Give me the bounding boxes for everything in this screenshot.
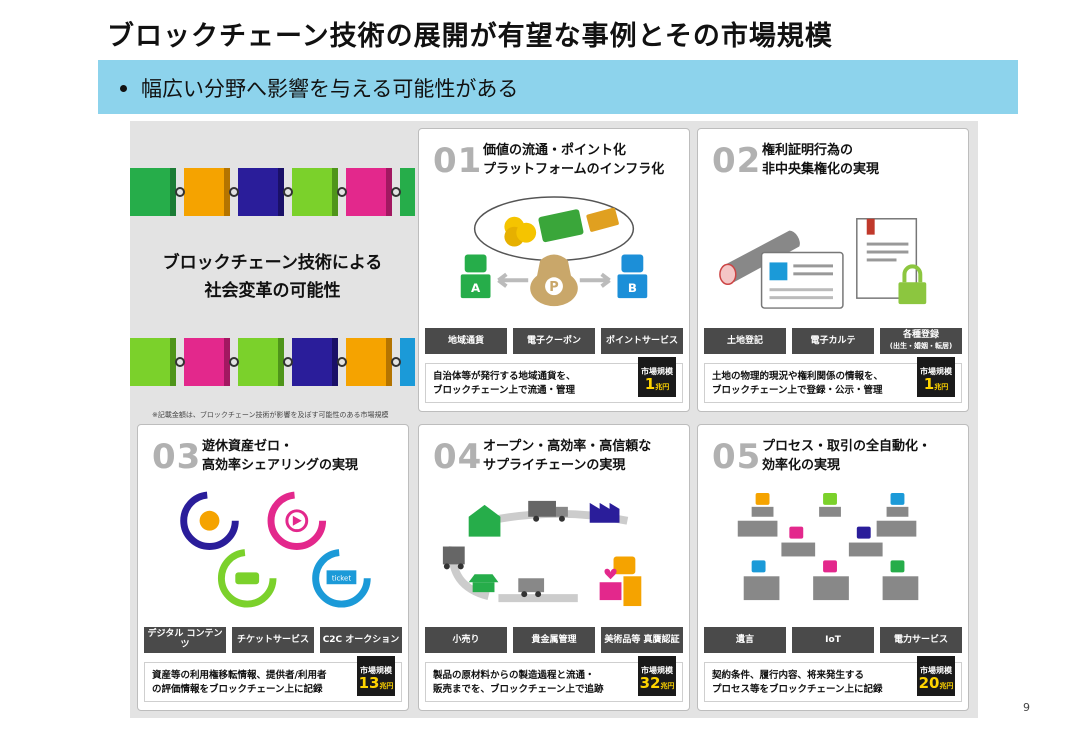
page-number: 9: [1023, 701, 1030, 714]
tag-row: 小売り 貴金属管理 美術品等 真贋認証: [425, 627, 683, 653]
bullet-text: 幅広い分野へ影響を与える可能性がある: [141, 77, 519, 101]
tag-item: 遺言: [704, 627, 786, 653]
infographic-panel: ブロックチェーン技術による 社会変革の可能性 ※記載金額は、ブロックチェーン技術…: [130, 121, 978, 718]
tag-item: チケットサービス: [232, 627, 314, 653]
slide-title: ブロックチェーン技術の展開が有望な事例とその市場規模: [107, 21, 833, 52]
bullet-dot: [120, 84, 127, 92]
card-01: 01 価値の流通・ポイント化プラットフォームのインフラ化 P A B 地域通貨 …: [418, 128, 690, 412]
automation-robots-illustration: [737, 492, 919, 601]
card-number: 04: [433, 437, 483, 477]
tag-item: 電子クーポン: [513, 328, 595, 354]
card-03: 03 遊休資産ゼロ・高効率シェアリングの実現 ticket デジタル コンテンツ…: [137, 424, 409, 711]
card-title: オープン・高効率・高信頼なサプライチェーンの実現: [483, 439, 652, 473]
tag-row: 地域通貨 電子クーポン ポイントサービス: [425, 328, 683, 354]
market-note: ※記載金額は、ブロックチェーン技術が影響を及ぼす可能性のある市場規模: [152, 411, 389, 419]
point-exchange-illustration: P A B: [460, 196, 648, 307]
tag-item: C2C オークション: [320, 627, 402, 653]
block-chain-bottom-icon: [130, 338, 415, 386]
tag-row: 土地登記 電子カルテ 各種登録(出生・婚姻・転居): [704, 328, 962, 354]
intro-line-1: ブロックチェーン技術による: [162, 253, 383, 273]
sharing-cycle-illustration: ticket: [180, 491, 371, 608]
tag-item: 土地登記: [704, 328, 786, 354]
card-title: プロセス・取引の全自動化・効率化の実現: [762, 439, 932, 473]
card-02: 02 権利証明行為の非中央集権化の実現 土地登記 電子カルテ 各種登録(出生・婚…: [697, 128, 969, 412]
intro-line-2: 社会変革の可能性: [204, 281, 341, 301]
card-number: 02: [712, 141, 762, 181]
intro-heading: ブロックチェーン技術による 社会変革の可能性: [130, 249, 415, 305]
tag-row: デジタル コンテンツ チケットサービス C2C オークション: [144, 627, 402, 653]
card-description: 製品の原材料からの製造過程と流通・販売までを、ブロックチェーン上で追跡 市場規模…: [425, 656, 683, 702]
block-chain-top-icon: [130, 168, 415, 386]
card-title: 権利証明行為の非中央集権化の実現: [762, 143, 880, 177]
svg-text:ticket: ticket: [332, 574, 352, 582]
card-description: 資産等の利用権移転情報、提供者/利用者の評価情報をブロックチェーン上に記録 市場…: [144, 656, 402, 702]
card-04: 04 オープン・高効率・高信頼なサプライチェーンの実現 小売り 貴金属管理 美術…: [418, 424, 690, 711]
card-number: 01: [433, 141, 483, 181]
tag-item: 地域通貨: [425, 328, 507, 354]
svg-text:B: B: [628, 281, 637, 295]
tag-item: デジタル コンテンツ: [144, 627, 226, 653]
tag-item: 小売り: [425, 627, 507, 653]
card-title: 価値の流通・ポイント化プラットフォームのインフラ化: [483, 143, 665, 177]
tag-row: 遺言 IoT 電力サービス: [704, 627, 962, 653]
tag-item: 電力サービス: [880, 627, 962, 653]
intro-block: ブロックチェーン技術による 社会変革の可能性: [130, 121, 415, 406]
tag-item: 美術品等 真贋認証: [601, 627, 683, 653]
bullet-item: 幅広い分野へ影響を与える可能性がある: [120, 73, 518, 103]
card-05: 05 プロセス・取引の全自動化・効率化の実現 遺言 IoT 電力サービス 契約条…: [697, 424, 969, 711]
svg-text:P: P: [549, 280, 558, 295]
tag-item: 電子カルテ: [792, 328, 874, 354]
tag-item: 各種登録(出生・婚姻・転居): [880, 328, 962, 354]
tag-item: 貴金属管理: [513, 627, 595, 653]
card-title: 遊休資産ゼロ・高効率シェアリングの実現: [202, 439, 359, 473]
svg-text:A: A: [471, 281, 481, 295]
bullet-banner: 幅広い分野へ影響を与える可能性がある: [98, 60, 1018, 114]
supply-chain-illustration: [442, 500, 642, 607]
card-number: 03: [152, 437, 202, 477]
card-number: 05: [712, 437, 762, 477]
card-description: 土地の物理的現況や権利関係の情報を、ブロックチェーン上で登録・公示・管理 市場規…: [704, 357, 962, 403]
tag-item: IoT: [792, 627, 874, 653]
document-certificate-illustration: [719, 218, 927, 309]
tag-item: ポイントサービス: [601, 328, 683, 354]
